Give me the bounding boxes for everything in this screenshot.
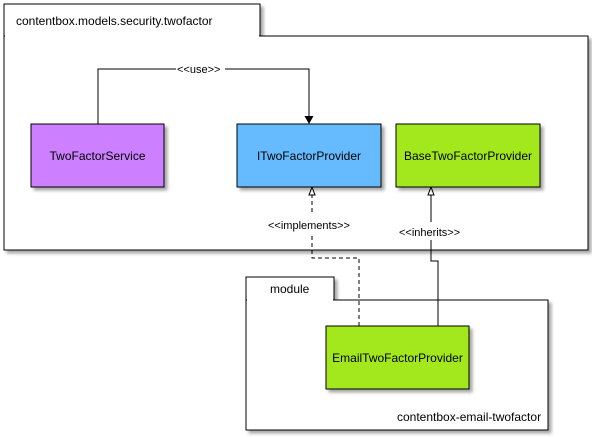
class-box xyxy=(30,123,165,188)
package-main-tab xyxy=(3,3,261,37)
relation-implements-label: <<implements>> xyxy=(268,220,350,232)
relation-use: <<use>> xyxy=(97,64,314,124)
class-box xyxy=(325,325,470,390)
class-email-two-factor-provider[interactable]: EmailTwoFactorProvider xyxy=(325,325,470,390)
inherits-triangle-icon xyxy=(427,185,435,196)
implements-triangle-icon xyxy=(308,185,316,196)
use-arrowhead-icon xyxy=(304,116,314,124)
class-two-factor-service[interactable]: TwoFactorService xyxy=(30,123,165,188)
package-main-name: contentbox.models.security.twofactor xyxy=(16,14,213,28)
relation-inherits: <<inherits>> xyxy=(399,185,460,326)
class-name: BaseTwoFactorProvider xyxy=(404,149,532,163)
class-i-two-factor-provider[interactable]: ITwoFactorProvider xyxy=(236,123,382,188)
relation-use-label: <<use>> xyxy=(177,64,220,76)
package-module[interactable]: module contentbox-email-twofactor xyxy=(245,276,549,431)
class-box xyxy=(395,123,541,188)
class-base-two-factor-provider[interactable]: BaseTwoFactorProvider xyxy=(395,123,541,188)
relation-inherits-label: <<inherits>> xyxy=(399,227,460,239)
package-module-name: contentbox-email-twofactor xyxy=(397,410,541,424)
package-module-tab-label: module xyxy=(270,282,310,296)
class-name: TwoFactorService xyxy=(49,149,145,163)
class-box xyxy=(236,123,382,188)
relation-implements: <<implements>> xyxy=(268,185,360,326)
class-name: EmailTwoFactorProvider xyxy=(332,351,463,365)
class-name: ITwoFactorProvider xyxy=(257,149,361,163)
